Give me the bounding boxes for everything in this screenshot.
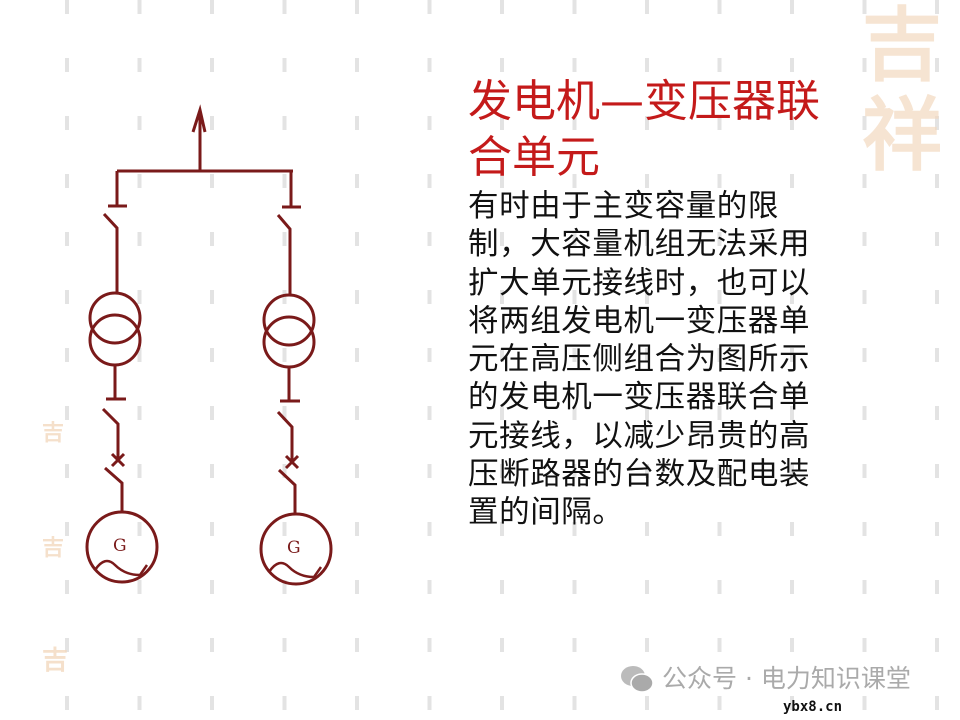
transformer-winding-lower bbox=[88, 313, 142, 367]
disconnector-blade bbox=[276, 410, 294, 462]
diagram-lines bbox=[85, 104, 333, 586]
breaker-cross bbox=[110, 452, 126, 468]
disconnector-blade bbox=[101, 407, 120, 460]
breaker-cross bbox=[284, 454, 300, 470]
decorative-seal-left-2: 吉 bbox=[42, 535, 65, 561]
branch-right bbox=[259, 171, 333, 586]
slide-title: 发电机—变压器联合单元 bbox=[468, 76, 820, 183]
generator-label-left: G bbox=[113, 536, 127, 556]
decorative-seal-left-1: 吉 bbox=[42, 420, 65, 446]
slide-body-text: 有时由于主变容量的限制，大容量机组无法采用扩大单元接线时，也可以将两组发电机一变… bbox=[468, 189, 811, 531]
wechat-icon bbox=[621, 666, 654, 693]
transformer-winding-upper bbox=[262, 293, 316, 347]
footer-attribution: 公众号 · 电力知识课堂 bbox=[620, 664, 911, 694]
disconnector-blade bbox=[277, 468, 297, 514]
output-arrow bbox=[191, 104, 207, 171]
disconnector-blade bbox=[104, 466, 124, 512]
disconnector-blade bbox=[102, 212, 119, 292]
generator-circle bbox=[85, 510, 159, 584]
disconnector-blade bbox=[276, 214, 292, 294]
generator-circle bbox=[259, 512, 333, 586]
generator-label-right: G bbox=[287, 538, 301, 558]
transformer-winding-upper bbox=[88, 291, 142, 345]
branch-left bbox=[85, 171, 159, 584]
decorative-seal-top: 吉祥 bbox=[862, 0, 942, 182]
decorative-seal-left-3: 吉 bbox=[42, 646, 69, 676]
footer-text: 公众号 · 电力知识课堂 bbox=[662, 664, 911, 693]
transformer-winding-lower bbox=[262, 315, 316, 369]
watermark-text: ybx8.cn bbox=[783, 699, 843, 715]
